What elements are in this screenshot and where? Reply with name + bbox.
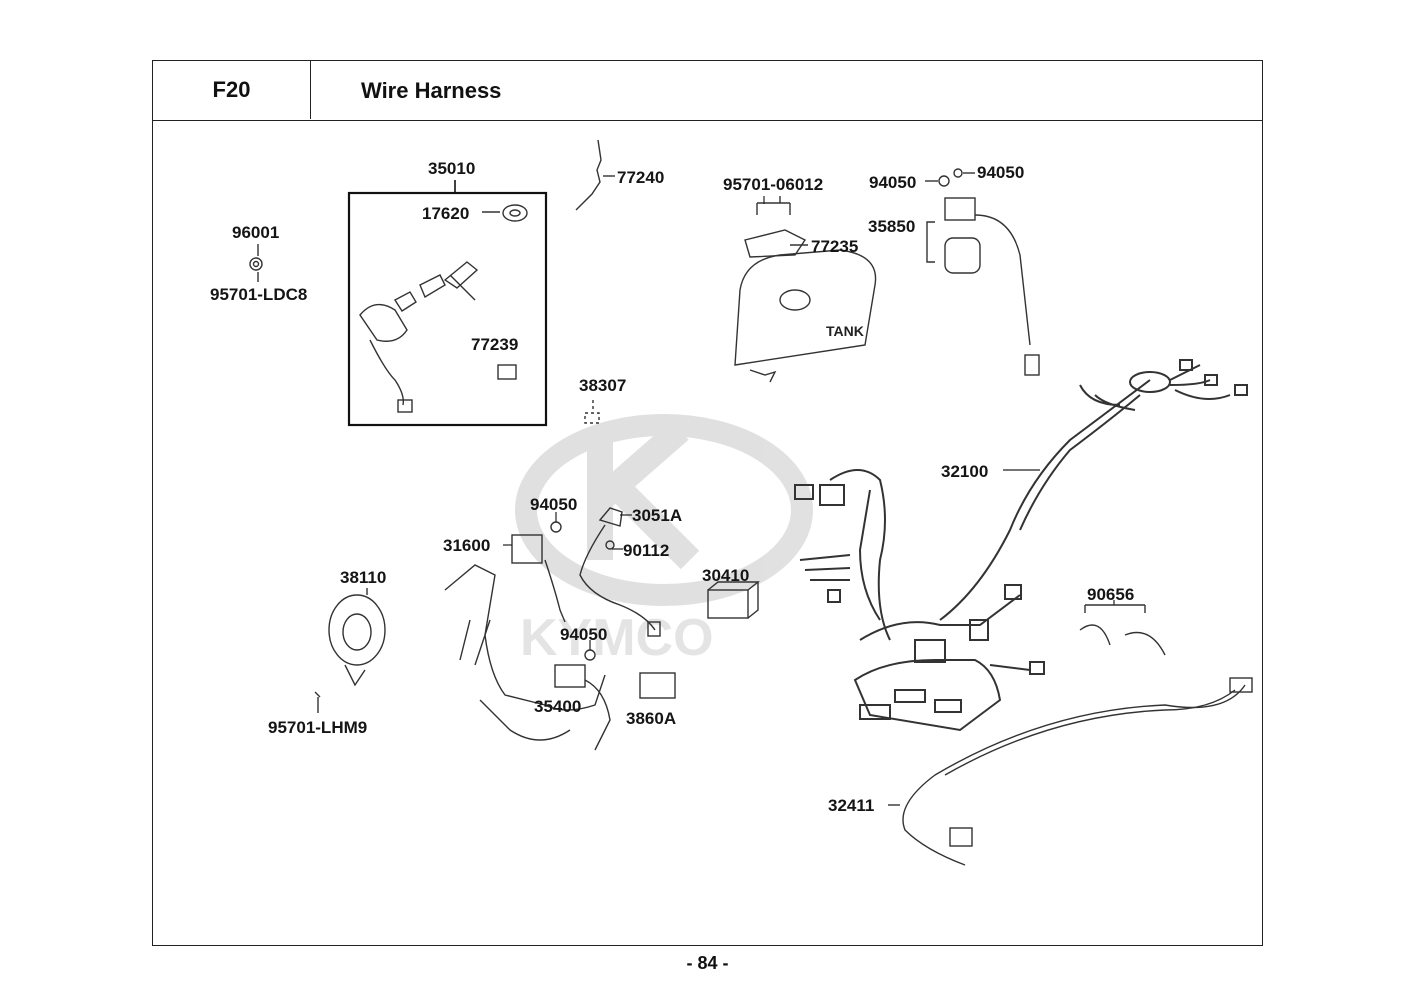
diagram-frame: F20 Wire Harness (152, 60, 1263, 946)
clamp-90656-drawing (1079, 604, 1166, 656)
sensor-3051a-drawing (550, 507, 661, 637)
bolt-96001-drawing (249, 244, 263, 282)
part-number-35010: 35010 (428, 159, 476, 178)
page-title: Wire Harness (361, 78, 502, 103)
part-number-17620: 17620 (422, 204, 470, 223)
horn-38110-drawing (314, 588, 386, 713)
ignition-switch-drawing (359, 204, 528, 413)
key-set-box (347, 191, 548, 427)
page-number: - 84 - (686, 953, 729, 973)
part-number-77239: 77239 (471, 335, 519, 354)
part-number-31600: 31600 (443, 536, 491, 555)
part-number-3860a: 3860A (626, 709, 677, 728)
part-number-94050-lower: 94050 (560, 625, 608, 644)
part-number-90656: 90656 (1087, 585, 1135, 604)
part-number-90112: 90112 (623, 541, 670, 560)
sub-harness-32411-drawing (888, 677, 1253, 866)
part-number-30410: 30410 (702, 566, 750, 585)
part-number-94050-right: 94050 (977, 163, 1025, 182)
part-number-96001: 96001 (232, 223, 280, 242)
part-number-77235: 77235 (811, 237, 859, 256)
part-number-3051a: 3051A (632, 506, 683, 525)
part-number-94050-center: 94050 (530, 495, 578, 514)
part-number-95701-ldc8: 95701-LDC8 (210, 285, 308, 304)
cable-77240-drawing (575, 139, 615, 211)
part-number-95701-06012: 95701-06012 (723, 175, 824, 194)
part-number-94050-left: 94050 (869, 173, 917, 192)
relay-35850-drawing (925, 168, 1040, 376)
part-number-35850: 35850 (868, 217, 916, 236)
part-number-38307: 38307 (579, 376, 627, 395)
section-code: F20 (153, 61, 311, 119)
cdi-30410-drawing (707, 581, 760, 619)
part-number-38110: 38110 (340, 568, 387, 587)
tank-label: TANK (826, 323, 864, 339)
header-row: F20 Wire Harness (153, 61, 1262, 121)
part-number-77240: 77240 (617, 168, 665, 187)
part-number-35400: 35400 (534, 697, 582, 716)
fuel-tank-drawing (734, 196, 877, 383)
watermark-brand: KYMCO (520, 609, 714, 667)
kymco-watermark: KYMCO (515, 414, 813, 667)
fuse-38307-drawing (584, 400, 600, 424)
part-number-32100: 32100 (941, 462, 989, 481)
part-number-95701-lhm9: 95701-LHM9 (268, 718, 368, 737)
part-number-32411: 32411 (828, 796, 875, 815)
main-harness-32100-drawing (794, 359, 1248, 732)
leader-lines (503, 196, 1115, 650)
regulator-31600-drawing (444, 534, 611, 751)
